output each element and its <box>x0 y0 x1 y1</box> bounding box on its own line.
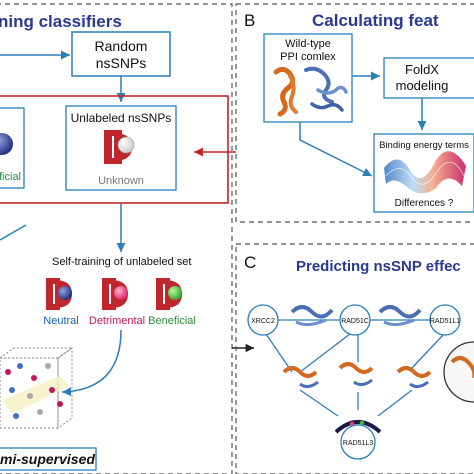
beneficial-snp-icon <box>156 278 182 310</box>
panel-a-border <box>0 3 233 474</box>
foldx-line2: modeling <box>396 78 449 93</box>
detrimental-label: Detrimental <box>89 315 145 327</box>
self-training-title: Self-training of unlabeled set <box>52 256 191 268</box>
network-edges <box>265 319 445 417</box>
node-rad51l1-label: RAD51L1 <box>430 318 460 325</box>
random-nssnps-line1: Random <box>95 38 148 54</box>
bottom-label-box <box>0 447 97 471</box>
node-xrcc2 <box>247 304 279 336</box>
node-rad51c <box>339 304 371 336</box>
detrimental-snp-icon <box>102 278 128 310</box>
energy-title: Binding energy terms <box>379 140 469 151</box>
panel-b-letter: B <box>244 11 255 30</box>
node-xrcc2-label: XRCC2 <box>251 318 275 325</box>
panel-c-letter: C <box>244 253 256 272</box>
unlabeled-title: Unlabeled nsSNPs <box>71 111 172 125</box>
panel-b-border <box>235 3 474 223</box>
beneficial-label: Beneficial <box>148 315 196 327</box>
unknown-snp-icon <box>104 130 135 164</box>
foldx-box <box>383 57 474 99</box>
energy-surface-plot <box>384 151 466 194</box>
neutral-label: Neutral <box>43 315 78 327</box>
bottom-label: mi-supervised <box>0 451 95 467</box>
zoom-circle <box>443 341 474 403</box>
unlabeled-red-frame <box>0 95 229 204</box>
labeled-partial-label: ficial <box>0 171 21 183</box>
arrow-to-scatter <box>61 329 122 397</box>
neutral-snp-icon <box>46 278 72 310</box>
mutation-dot-green <box>359 420 365 426</box>
panel-c-title: Predicting nsSNP effec <box>296 258 461 275</box>
scatter-cube <box>0 347 74 429</box>
mutation-arc <box>334 420 382 434</box>
panel-c: C Predicting nsSNP effec <box>235 243 474 474</box>
node-rad51l3 <box>340 424 376 460</box>
panel-a: ning classifiers Random nsSNPs ficial Un… <box>0 3 233 474</box>
unlabeled-caption: Unknown <box>98 175 144 187</box>
left-feedback-line <box>0 224 27 241</box>
panel-b: B Calculating feat Wild-type PPI comlex … <box>235 3 474 223</box>
wildtype-line2: PPI comlex <box>280 51 336 63</box>
panel-b-title: Calculating feat <box>312 11 439 30</box>
protein-structure-icon <box>282 305 432 389</box>
arrow-wildtype-to-energy <box>299 122 373 177</box>
random-nssnps-box <box>71 31 171 77</box>
ppi-complex-icon <box>273 66 348 117</box>
panel-a-title: ning classifiers <box>0 12 122 31</box>
labeled-dot-icon <box>0 133 13 155</box>
node-rad51l3-label: RAD51L3 <box>343 440 373 447</box>
foldx-line1: FoldX <box>405 62 439 77</box>
random-nssnps-line2: nsSNPs <box>96 55 147 71</box>
zoom-protein-icon <box>450 356 474 378</box>
wildtype-line1: Wild-type <box>285 38 331 50</box>
node-rad51l1 <box>429 304 461 336</box>
panel-c-border <box>235 243 474 474</box>
node-rad51c-label: RAD51C <box>341 318 369 325</box>
energy-caption: Differences ? <box>395 198 454 209</box>
